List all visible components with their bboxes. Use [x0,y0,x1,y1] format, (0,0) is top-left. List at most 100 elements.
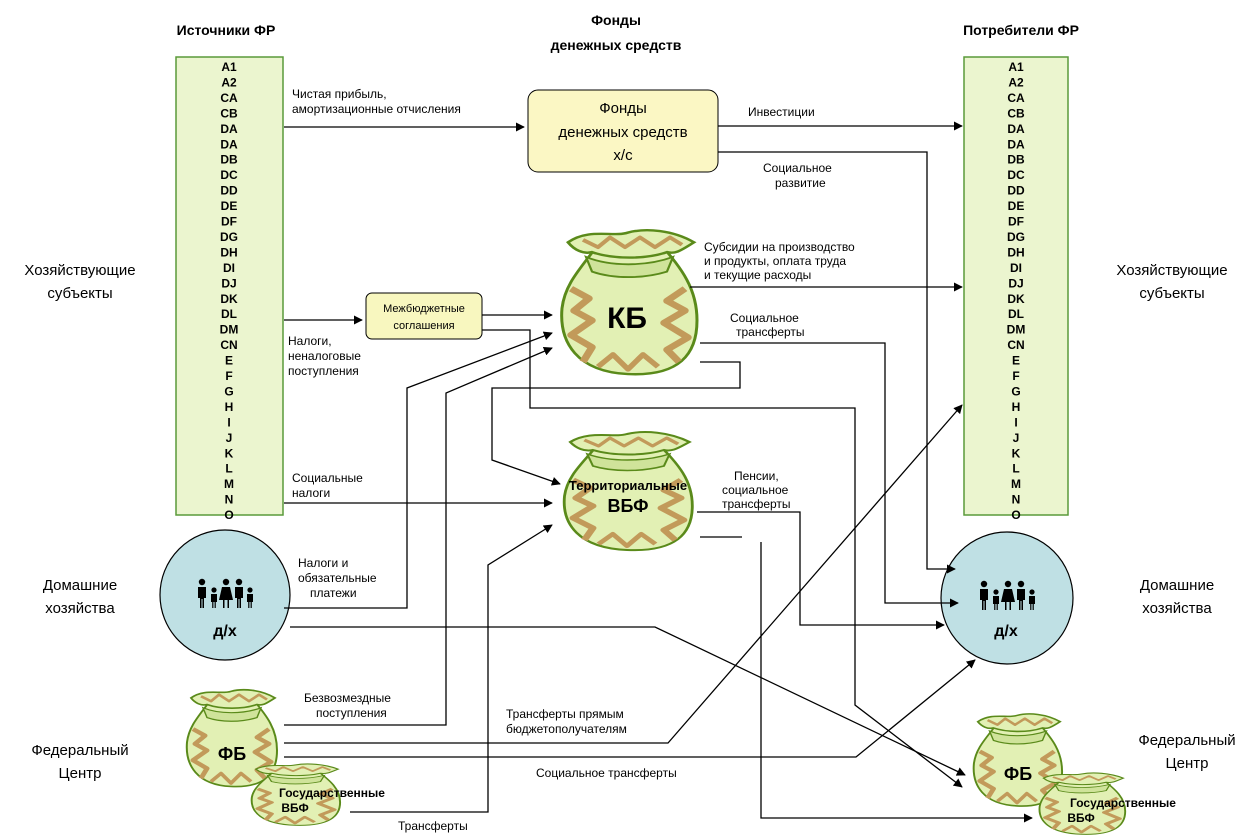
kb-label: КБ [607,302,647,335]
consumers-code-item: DE [1008,199,1025,213]
consumers-header: Потребители ФР [963,22,1079,38]
consumers-code-item: K [1012,446,1021,460]
sources-code-item: DA [220,137,238,151]
label-taxes-line1: Налоги, [288,334,332,348]
sources-code-item: I [227,415,230,429]
flow-household-to-fb [290,626,966,776]
left-entities-line2: субъекты [47,285,112,302]
consumers-code-item: G [1011,384,1020,398]
label-pensions-line3: трансферты [722,497,791,511]
flow-transfers [350,524,553,813]
sources-code-item: K [225,446,234,460]
consumers-code-item: CA [1007,91,1025,105]
consumers-code-item: E [1012,354,1020,368]
label-gratuitous-line2: поступления [316,706,387,720]
right-federal-center-line1: Федеральный [1138,732,1235,749]
sources-code-item: DL [221,307,237,321]
sources-code-item: M [224,477,234,491]
sources-code-item: L [225,462,232,476]
label-taxes-line3: поступления [288,364,359,378]
consumers-code-item: M [1011,477,1021,491]
sources-code-item: G [224,384,233,398]
sources-code-item: E [225,354,233,368]
interbudget-line2: соглашения [393,320,454,332]
funds-box-line1: Фонды [599,100,647,117]
sources-code-item: H [225,400,234,414]
right-households-line2: хозяйства [1142,600,1212,617]
label-social-dev-line2: развитие [775,176,826,190]
consumers-code-item: L [1012,462,1019,476]
flow-kb-to-territorial-vbf [491,361,741,486]
label-hh-taxes-line3: платежи [310,586,357,600]
sources-code-item: J [226,431,233,445]
state-vbf-left-line2: ВБФ [281,801,308,815]
interbudget-agreements-box [365,292,483,340]
consumers-code-item: A2 [1008,76,1024,90]
consumers-code-item: N [1012,493,1021,507]
right-entities-line2: субъекты [1139,285,1204,302]
state-vbf-right-line1: Государственные [1070,796,1176,810]
label-transfers: Трансферты [398,819,468,833]
flow-lines [284,121,1033,823]
label-direct-transfers-line2: бюджетополучателям [506,722,627,736]
consumers-code-item: DH [1007,245,1024,259]
sources-code-item: O [224,508,233,522]
flow-social-development [718,151,956,574]
sources-column [175,56,284,516]
label-social-taxes-line1: Социальные [292,471,363,485]
sources-code-item: DM [220,323,239,337]
label-pensions-line1: Пенсии, [734,469,779,483]
consumers-code-item: DA [1007,137,1025,151]
sources-header: Источники ФР [177,22,276,38]
fb-right-label: ФБ [1004,764,1032,784]
sources-code-item: DA [220,122,238,136]
label-investments: Инвестиции [748,105,815,119]
flow-gratuitous [284,347,553,726]
sources-code-item: CN [220,338,237,352]
sources-code-item: N [225,493,234,507]
label-social-dev-line1: Социальное [763,161,832,175]
left-entities-line1: Хозяйствующие [24,262,135,279]
right-households-line1: Домашние [1140,577,1214,594]
consumers-code-item: DA [1007,122,1025,136]
sources-code-item: DK [220,292,238,306]
consumers-code-list: A1A2CACBDADADBDCDDDEDFDGDHDIDJDKDLDMCNEF… [1007,60,1026,522]
state-vbf-right-line2: ВБФ [1067,811,1094,825]
flow-interbudget-to-state-vbf [482,329,963,788]
consumers-code-item: DB [1007,153,1025,167]
territorial-vbf-line2: ВБФ [607,496,648,516]
label-social-taxes-line2: налоги [292,486,330,500]
state-vbf-left-line1: Государственные [279,786,385,800]
consumers-code-item: CB [1007,106,1025,120]
label-kb-social-transfers-line1: Социальное [730,311,799,325]
territorial-vbf-line1: Территориальные [569,478,687,493]
consumers-code-item: DF [1008,215,1024,229]
sources-code-item: DF [221,215,237,229]
consumers-column [963,56,1069,516]
fb-left-label: ФБ [218,744,246,764]
flow-household-taxes [284,331,553,609]
consumers-code-item: DD [1007,184,1025,198]
household-consumer-label: д/х [994,623,1018,640]
consumers-code-item: O [1011,508,1020,522]
household-source-label: д/х [213,623,237,640]
label-subsidies-line2: и продукты, оплата труда [704,254,846,268]
consumers-code-item: DI [1010,261,1022,275]
sources-code-item: DI [223,261,235,275]
consumers-code-item: CN [1007,338,1024,352]
consumers-code-item: F [1012,369,1019,383]
flow-kb-social-transfers [700,342,959,608]
funds-box-line2: денежных средств [558,124,687,141]
consumers-code-item: I [1014,415,1017,429]
left-federal-center-line2: Центр [59,765,102,782]
sources-code-item: DC [220,168,238,182]
funds-header-line2: денежных средств [551,37,682,53]
consumers-code-item: DM [1007,323,1026,337]
sources-code-list: A1A2CACBDADADBDCDDDEDFDGDHDIDJDKDLDMCNEF… [220,60,239,522]
right-federal-center-line2: Центр [1166,755,1209,772]
sources-code-item: DH [220,245,237,259]
sources-code-item: F [225,369,232,383]
sources-code-item: DD [220,184,238,198]
consumers-code-item: J [1013,431,1020,445]
label-direct-transfers-line1: Трансферты прямым [506,707,624,721]
